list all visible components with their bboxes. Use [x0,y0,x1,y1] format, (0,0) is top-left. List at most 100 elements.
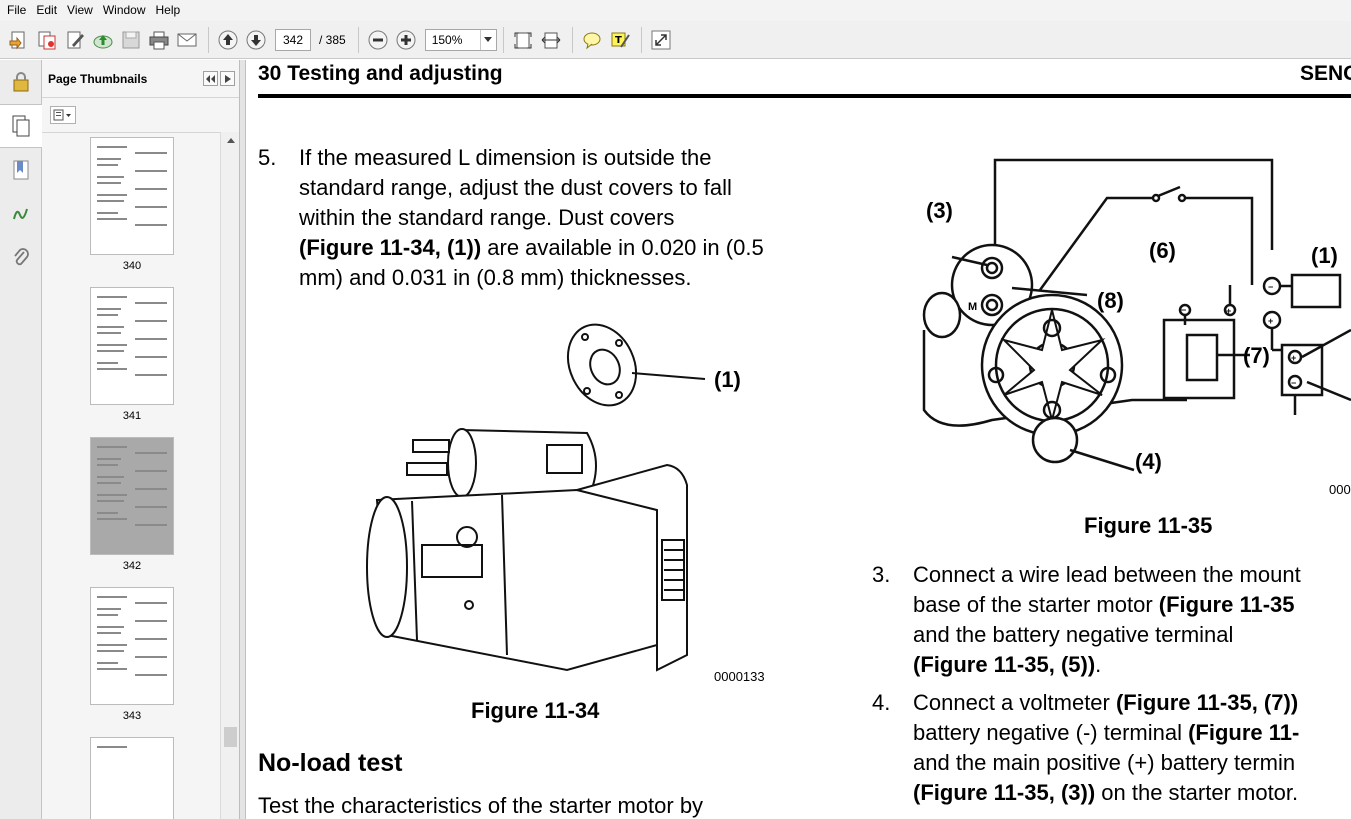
no-load-test-text: Test the characteristics of the starter … [258,793,704,818]
thumbnail-list[interactable]: 340 341 342 343 [42,132,220,819]
thumbnail-text-line [97,314,118,316]
signature-icon[interactable] [0,192,42,236]
page-header-title: 30 Testing and adjusting [258,62,503,85]
figure-reference[interactable]: (Figure 11- [1188,720,1300,745]
thumbnail-page-number: 341 [122,410,142,422]
lock-icon[interactable] [0,60,42,104]
svg-text:−: − [1181,305,1186,315]
edit-icon[interactable] [62,27,88,53]
menu-file[interactable]: File [7,3,27,17]
thumbnails-scrollbar[interactable] [220,132,239,819]
menu-view[interactable]: View [67,3,93,17]
thumbnail-text-line [97,218,127,220]
step-5-line-1: If the measured L dimension is outside t… [299,145,712,170]
figure-reference[interactable]: (Figure 11-35, (5)) [913,652,1096,677]
thumbnail-text-line [135,188,167,190]
menu-edit[interactable]: Edit [36,3,58,17]
scrollbar-thumb[interactable] [224,727,237,747]
page-header-right: SENG [1300,62,1351,85]
email-icon[interactable] [174,27,200,53]
thumbnail-text-line [135,302,167,304]
thumbnail-text-line [97,164,118,166]
thumbnail-text-line [135,488,167,490]
thumbnail-text-line [97,626,124,628]
document-page: 30 Testing and adjusting SENG 5. If the … [247,60,1351,819]
zoom-in-icon[interactable] [393,27,419,53]
figure-11-34-caption: Figure 11-34 [471,698,600,723]
thumbnail-text-line [97,668,127,670]
menu-window[interactable]: Window [102,3,146,17]
thumbnail-text-line [97,458,121,460]
step-5-line-3: within the standard range. Dust covers [299,205,675,230]
create-pdf-icon[interactable] [6,27,32,53]
save-icon[interactable] [118,27,144,53]
svg-text:+: + [1268,316,1273,326]
print-icon[interactable] [146,27,172,53]
thumbnail-text-line [97,464,118,466]
thumbnail-text-line [97,494,127,496]
thumbnail-options-icon[interactable] [50,106,76,124]
figure-reference[interactable]: (Figure 11-35 [1158,592,1295,617]
upload-icon[interactable] [90,27,116,53]
page-thumbnail[interactable] [90,737,174,819]
chevron-down-icon[interactable] [479,29,496,50]
zoom-out-icon[interactable] [365,27,391,53]
collapse-panel-icon[interactable] [203,71,218,86]
thumbnail-page-number: 340 [122,260,142,272]
thumbnail-text-line [97,512,118,514]
thumbnail-text-line [135,470,167,472]
page-thumbnail[interactable] [90,287,174,405]
thumbnail-text-line [135,170,167,172]
thumbnail-text-line [135,674,167,676]
figure-reference[interactable]: (Figure 11-34, (1)) [299,235,482,260]
thumbnail-text-line [97,146,127,148]
step-5-line-2: standard range, adjust the dust covers t… [299,175,732,200]
step-3-line-2: base of the starter motor (Figure 11-35 [913,592,1295,617]
thumbnails-title: Page Thumbnails [48,71,148,86]
fit-page-icon[interactable] [510,27,536,53]
figure-reference[interactable]: (Figure 11-35, (7)) [1115,690,1299,715]
page-thumbnail[interactable] [90,137,174,255]
page-number-input[interactable]: 342 [275,28,311,51]
step-3-line-1: Connect a wire lead between the mount [913,562,1301,587]
step-5-line-4: (Figure 11-34, (1)) are available in 0.0… [299,235,764,260]
attachment-icon[interactable] [0,236,42,280]
svg-text:+: + [1226,306,1231,316]
highlight-icon[interactable]: T [607,27,633,53]
zoom-select[interactable]: 150% [424,28,497,51]
thumbnail-text-line [97,350,124,352]
fit-width-icon[interactable] [538,27,564,53]
step-3: 3. Connect a wire lead between the mount… [872,560,1351,680]
combine-icon[interactable] [34,27,60,53]
thumbnail-text-line [97,650,124,652]
thumbnail-text-line [97,482,121,484]
thumbnail-text-line [97,158,121,160]
page-thumbnail[interactable] [90,437,174,555]
comment-icon[interactable] [579,27,605,53]
step-4-line-2: battery negative (-) terminal (Figure 11… [913,720,1300,745]
bookmark-icon[interactable] [0,148,42,192]
figure-11-35-callout-3: (3) [926,198,953,223]
figure-11-35-wiring-diagram: −+ −+ +− M [922,158,1351,472]
scroll-up-icon[interactable] [221,132,240,149]
menu-help[interactable]: Help [155,3,181,17]
page-up-icon[interactable] [215,27,241,53]
thumbnail-page-number: 342 [122,560,142,572]
panel-splitter[interactable] [240,60,246,819]
expand-panel-icon[interactable] [220,71,235,86]
step-number: 4. [872,690,891,715]
step-4-line-1: Connect a voltmeter (Figure 11-35, (7)) [913,690,1299,715]
page-thumbnails-tab-icon[interactable] [0,104,42,148]
step-5: 5. If the measured L dimension is outsid… [258,143,838,295]
page-total: / 385 [319,32,346,47]
thumbnail-page-number: 343 [122,710,142,722]
thumbnail-text-line [97,182,121,184]
thumbnail-text-line [97,644,127,646]
thumbnail-text-line [135,656,167,658]
expand-icon[interactable] [648,27,674,53]
thumbnail-text-line [97,614,118,616]
page-thumbnail[interactable] [90,587,174,705]
page-down-icon[interactable] [243,27,269,53]
figure-reference[interactable]: (Figure 11-35, (3)) [913,780,1096,805]
thumbnail-text-line [97,176,124,178]
